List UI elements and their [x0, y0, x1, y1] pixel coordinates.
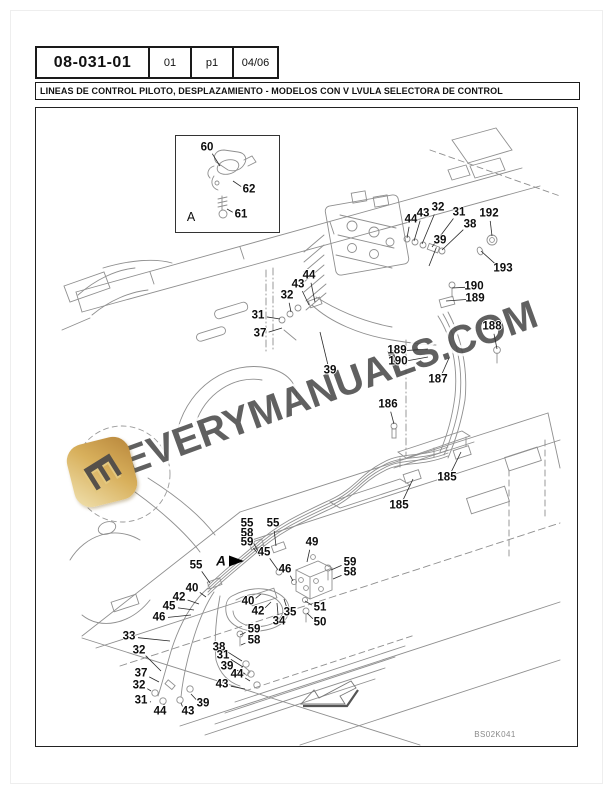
- part-callout-58: 58: [247, 634, 261, 647]
- page-number: p1: [190, 48, 232, 77]
- section-title: LINEAS DE CONTROL PILOTO, DESPLAZAMIENTO…: [40, 86, 503, 96]
- part-callout-186: 186: [378, 398, 398, 411]
- part-callout-44: 44: [230, 668, 244, 681]
- part-callout-44: 44: [404, 213, 418, 226]
- sheet-number: 04/06: [232, 48, 277, 77]
- part-callout-55: 55: [266, 517, 280, 530]
- part-callout-59: 59: [343, 556, 357, 569]
- part-callout-62: 62: [242, 183, 256, 196]
- detail-arrow-icon: [229, 555, 244, 567]
- scan-border: [10, 10, 603, 784]
- part-callout-188: 188: [482, 320, 502, 333]
- part-callout-37: 37: [134, 667, 148, 680]
- part-callout-45: 45: [257, 546, 271, 559]
- part-callout-A: A: [186, 209, 196, 224]
- part-callout-39: 39: [433, 234, 447, 247]
- part-callout-31: 31: [251, 309, 265, 322]
- part-callout-32: 32: [431, 201, 445, 214]
- part-callout-58: 58: [240, 527, 254, 540]
- part-callout-190: 190: [388, 355, 408, 368]
- figure-code: BS02K041: [474, 730, 516, 739]
- part-callout-187: 187: [428, 373, 448, 386]
- part-callout-55: 55: [189, 559, 203, 572]
- part-callout-185: 185: [389, 499, 409, 512]
- part-callout-44: 44: [153, 705, 167, 718]
- part-callout-38: 38: [463, 218, 477, 231]
- part-callout-61: 61: [234, 208, 248, 221]
- part-callout-190: 190: [464, 280, 484, 293]
- part-callout-40: 40: [185, 582, 199, 595]
- part-callout-46: 46: [278, 563, 292, 576]
- part-callout-43: 43: [291, 278, 305, 291]
- part-callout-31: 31: [216, 649, 230, 662]
- part-callout-44: 44: [302, 269, 316, 282]
- part-callout-38: 38: [212, 641, 226, 654]
- part-callout-58: 58: [343, 566, 357, 579]
- part-callout-60: 60: [200, 141, 214, 154]
- revision-number: 01: [148, 48, 190, 77]
- part-callout-43: 43: [215, 678, 229, 691]
- part-callout-49: 49: [305, 536, 319, 549]
- part-callout-192: 192: [479, 207, 499, 220]
- part-callout-43: 43: [181, 705, 195, 718]
- part-callout-37: 37: [253, 327, 267, 340]
- part-callout-39: 39: [323, 364, 337, 377]
- part-callout-42: 42: [251, 605, 265, 618]
- part-callout-32: 32: [132, 679, 146, 692]
- part-callout-51: 51: [313, 601, 327, 614]
- part-callout-193: 193: [493, 262, 513, 275]
- part-callout-32: 32: [280, 289, 294, 302]
- detail-inset-box: [175, 135, 280, 233]
- part-callout-39: 39: [220, 660, 234, 673]
- section-title-bar: LINEAS DE CONTROL PILOTO, DESPLAZAMIENTO…: [35, 82, 580, 100]
- doc-number: 08-031-01: [53, 53, 132, 71]
- part-callout-45: 45: [162, 600, 176, 613]
- part-callout-40: 40: [241, 595, 255, 608]
- part-callout-43: 43: [416, 207, 430, 220]
- part-callout-189: 189: [465, 292, 485, 305]
- part-callout-59: 59: [240, 536, 254, 549]
- part-callout-A: A: [216, 553, 226, 569]
- part-callout-50: 50: [313, 616, 327, 629]
- part-callout-32: 32: [132, 644, 146, 657]
- part-callout-31: 31: [134, 694, 148, 707]
- part-callout-42: 42: [172, 591, 186, 604]
- part-callout-189: 189: [387, 344, 407, 357]
- part-callout-185: 185: [437, 471, 457, 484]
- part-callout-59: 59: [247, 623, 261, 636]
- part-callout-34: 34: [272, 615, 286, 628]
- part-callout-35: 35: [283, 606, 297, 619]
- part-callout-55: 55: [240, 517, 254, 530]
- part-callout-33: 33: [122, 630, 136, 643]
- direction-arrow-icon: [299, 680, 359, 708]
- header-table: 08-031-01 01 p1 04/06: [35, 46, 279, 79]
- part-callout-46: 46: [152, 611, 166, 624]
- part-callout-39: 39: [196, 697, 210, 710]
- part-callout-31: 31: [452, 206, 466, 219]
